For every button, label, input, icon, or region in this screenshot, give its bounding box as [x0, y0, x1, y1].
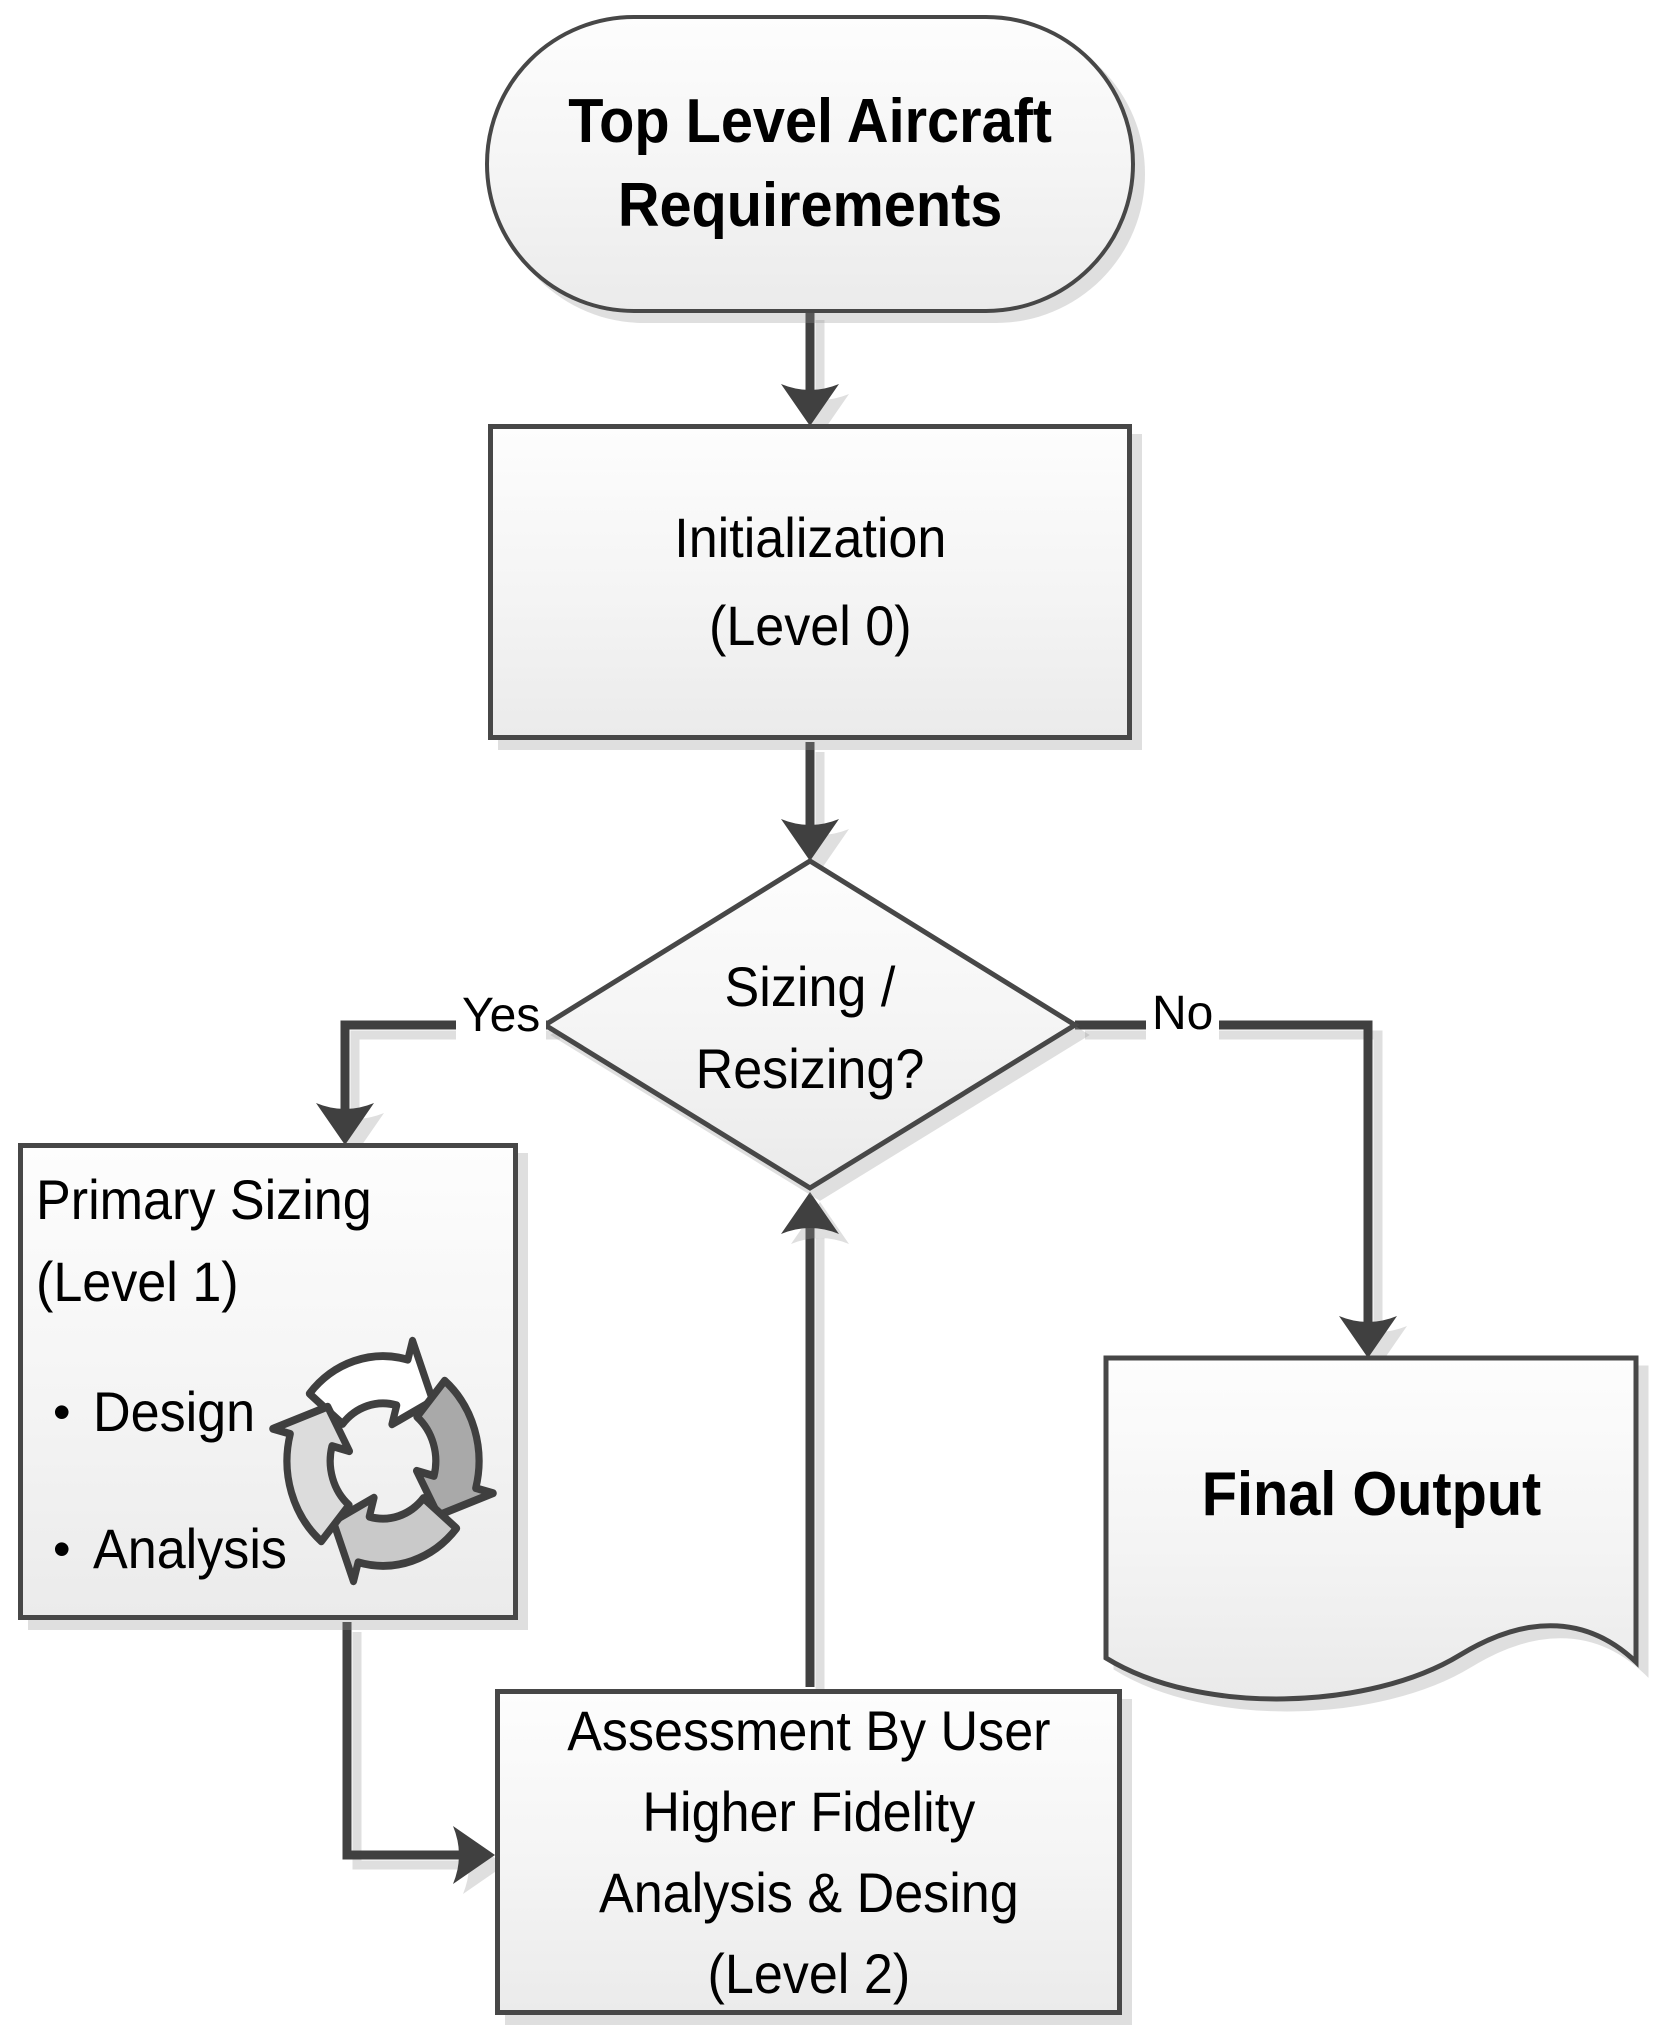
initialization-node-label: Initialization (Level 0) — [673, 506, 947, 657]
cycle-arrow-top-icon — [305, 1336, 437, 1429]
edge-label-no: No — [1146, 983, 1220, 1045]
assessment-node-label: Assessment By User Higher Fidelity Analy… — [566, 1699, 1051, 2005]
cycle-arrow-left-icon — [269, 1402, 353, 1546]
document-shape — [1103, 1355, 1639, 1702]
cycle-arrow-right-icon — [413, 1376, 497, 1520]
bullet-design-label: Design — [92, 1380, 255, 1443]
list-item: • Analysis — [53, 1509, 301, 1589]
arrowhead-into-init — [781, 384, 839, 426]
arrowhead-into-decision-top — [781, 819, 839, 861]
arrowhead-into-primary — [316, 1103, 374, 1145]
arrowheads — [316, 384, 1397, 1884]
edge-decision-no-to-output — [1075, 1020, 1373, 1325]
primary-sizing-node: Primary Sizing (Level 1) • Design • Anal… — [18, 1143, 518, 1620]
decision-diamond-shape — [540, 858, 1080, 1191]
bullet-icon: • — [53, 1384, 71, 1440]
start-node: Top Level Aircraft Requirements — [485, 15, 1135, 313]
final-output-label: Final Output — [1202, 1460, 1542, 1529]
edge-primary-to-assessment — [342, 1622, 462, 1860]
cycle-arrow-bottom-icon — [329, 1493, 461, 1586]
iteration-cycle-icon — [269, 1336, 497, 1586]
arrowhead-into-assessment — [453, 1826, 495, 1884]
decision-node-label: Sizing / Resizing? — [695, 955, 925, 1100]
assessment-node: Assessment By User Higher Fidelity Analy… — [495, 1689, 1122, 2015]
bullet-icon: • — [53, 1521, 71, 1577]
initialization-node: Initialization (Level 0) — [488, 424, 1132, 740]
edge-label-yes: Yes — [456, 985, 547, 1047]
decision-node: Sizing / Resizing? — [610, 947, 1010, 1109]
start-node-label: Top Level Aircraft Requirements — [568, 87, 1052, 240]
arrowhead-into-output — [1339, 1316, 1397, 1358]
list-item: • Design — [53, 1372, 267, 1452]
primary-sizing-title: Primary Sizing (Level 1) — [36, 1168, 372, 1313]
final-output-node: Final Output — [1122, 1458, 1622, 1532]
bullet-analysis-label: Analysis — [92, 1517, 287, 1580]
arrowhead-into-decision-bottom — [781, 1192, 839, 1234]
